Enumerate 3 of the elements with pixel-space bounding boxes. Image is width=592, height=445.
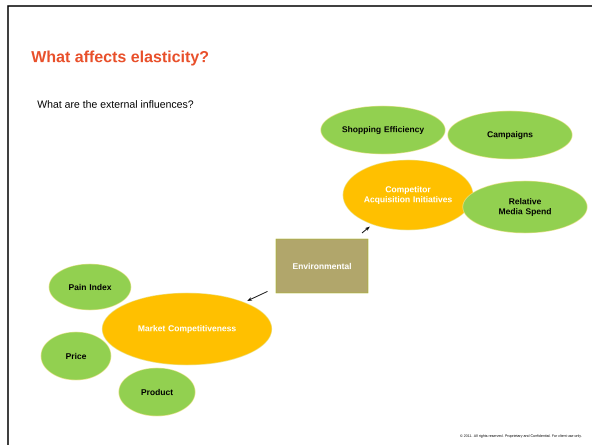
subtitle: What are the external influences? [37, 100, 194, 108]
title: What affects elasticity? [31, 50, 208, 66]
box: Environmental [276, 238, 368, 294]
